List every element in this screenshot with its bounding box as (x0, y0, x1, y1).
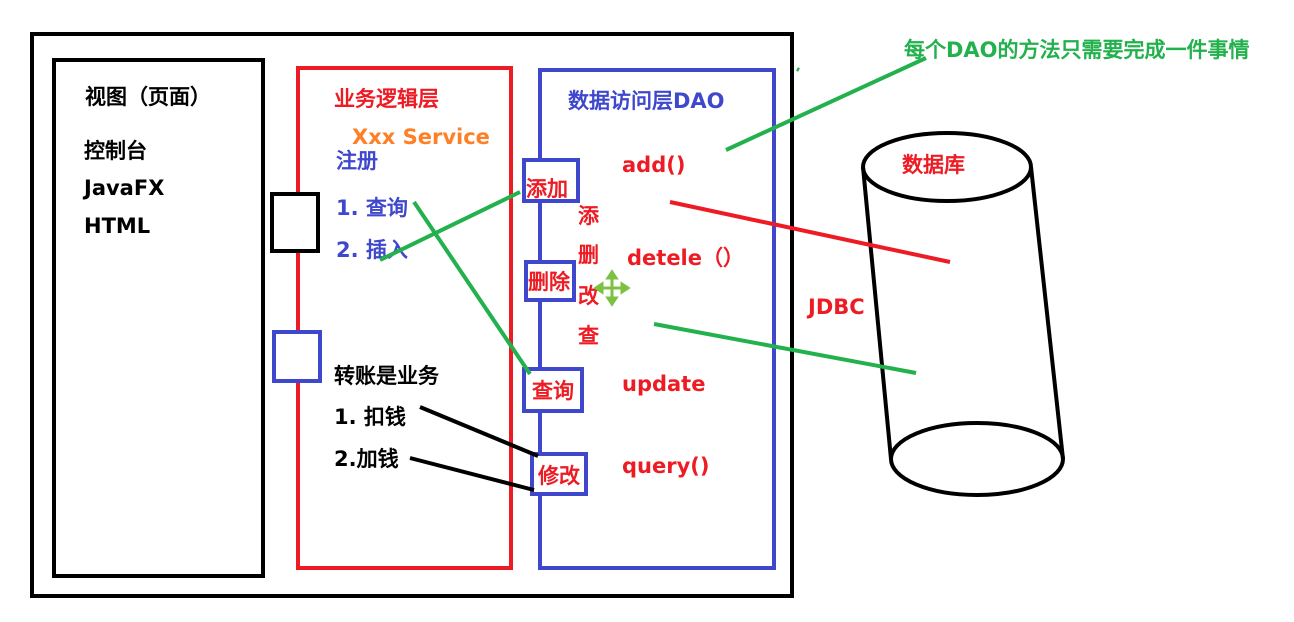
service-layer-title: 业务逻辑层 (334, 87, 439, 111)
view-item-html: HTML (84, 214, 151, 238)
register-step-insert: 2. 插入 (336, 238, 408, 262)
dao-layer-title: 数据访问层DAO (568, 89, 725, 113)
service-layer-subtitle: Xxx Service (352, 125, 490, 149)
dao-method-add: add() (622, 153, 686, 177)
transfer-step-credit: 2.加钱 (334, 447, 399, 471)
jdbc-label: JDBC (808, 295, 865, 319)
dao-annotation: 每个DAO的方法只需要完成一件事情 (904, 38, 1250, 62)
dao-layer-box (538, 68, 776, 570)
database-cylinder (861, 131, 1065, 497)
dao-op-update-label: 修改 (538, 464, 580, 488)
register-label: 注册 (336, 149, 378, 173)
crud-char-add: 添 (578, 204, 599, 228)
dao-op-delete-label: 删除 (528, 270, 570, 294)
transfer-label: 转账是业务 (334, 364, 439, 388)
view-item-console: 控制台 (84, 139, 147, 163)
view-layer-box (52, 58, 265, 578)
system-frame (30, 32, 794, 598)
view-item-javafx: JavaFX (84, 176, 165, 200)
view-layer-title: 视图（页面） (85, 85, 211, 109)
interface-connector-black (270, 192, 320, 253)
dao-op-add (522, 158, 580, 203)
crud-char-query: 查 (578, 324, 599, 348)
crud-char-update: 改 (578, 284, 599, 308)
interface-connector-blue (272, 330, 322, 383)
register-step-query: 1. 查询 (336, 196, 408, 220)
dao-method-delete: detele（） (627, 246, 744, 270)
dao-op-query-label: 查询 (532, 379, 574, 403)
dao-method-query: query() (622, 454, 710, 478)
transfer-step-debit: 1. 扣钱 (334, 405, 406, 429)
dao-method-update: update (622, 372, 706, 396)
database-label: 数据库 (902, 153, 965, 177)
dao-op-add-label: 添加 (526, 177, 568, 201)
crud-char-delete: 删 (578, 243, 599, 267)
